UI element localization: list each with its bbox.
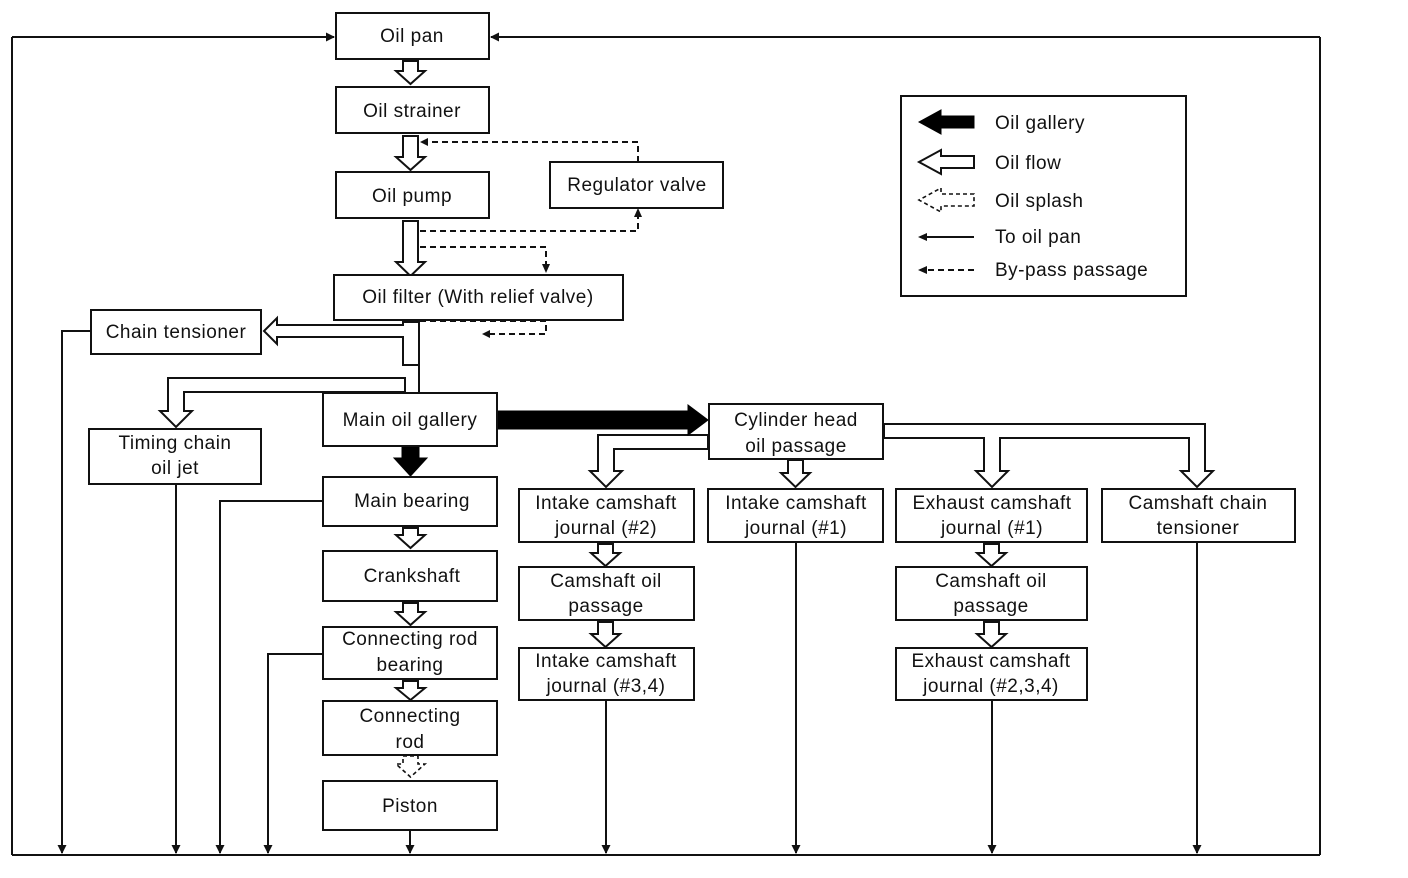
exhaust-camshaft-journal-1-box: Exhaust camshaft journal (#1) — [895, 488, 1088, 543]
oil-splash-legend-icon — [917, 186, 975, 214]
intake-camshaft-journal-34-box: Intake camshaft journal (#3,4) — [518, 647, 695, 701]
oil-flow-arrows — [157, 60, 1216, 702]
box-label-line2: bearing — [377, 655, 444, 676]
box-label-line1: Intake camshaft — [535, 651, 677, 672]
box-label-line1: Camshaft chain — [1128, 493, 1267, 514]
camshaft-oil-passage-intake-box: Camshaft oil passage — [518, 566, 695, 621]
box-label: Oil strainer — [363, 101, 461, 122]
box-label: Oil pump — [372, 186, 452, 207]
box-label-line1: Connecting — [359, 706, 460, 727]
legend-oil-splash-label: Oil splash — [995, 191, 1083, 212]
oil-gallery-arrows — [392, 404, 709, 477]
regulator-valve-box: Regulator valve — [549, 161, 724, 209]
box-label-line1: Cylinder head — [734, 410, 858, 431]
oil-flow-legend-icon — [916, 148, 975, 176]
legend-oil-flow-label: Oil flow — [995, 153, 1061, 174]
cylinder-head-oil-passage-box: Cylinder head oil passage — [708, 403, 884, 460]
intake-camshaft-journal-2-box: Intake camshaft journal (#2) — [518, 488, 695, 543]
crankshaft-box: Crankshaft — [322, 550, 498, 602]
bypass-legend-icon — [918, 266, 974, 274]
to-oil-pan-legend-icon — [918, 233, 974, 241]
box-label: Oil filter (With relief valve) — [362, 287, 593, 308]
box-label-line2: rod — [396, 732, 425, 753]
main-oil-gallery-box: Main oil gallery — [322, 392, 498, 447]
box-label-line1: Connecting rod — [342, 629, 478, 650]
box-label: Piston — [382, 796, 438, 817]
piston-box: Piston — [322, 780, 498, 831]
chain-tensioner-box: Chain tensioner — [90, 309, 262, 355]
box-label-line1: Timing chain — [118, 433, 231, 454]
box-label-line1: Exhaust camshaft — [912, 493, 1071, 514]
box-label-line1: Intake camshaft — [725, 493, 867, 514]
oil-filter-box: Oil filter (With relief valve) — [333, 274, 624, 321]
box-label: Crankshaft — [364, 566, 461, 587]
box-label-line2: tensioner — [1157, 518, 1240, 539]
camshaft-oil-passage-exhaust-box: Camshaft oil passage — [895, 566, 1088, 621]
box-label: Main oil gallery — [343, 410, 478, 431]
box-label: Oil pan — [380, 26, 444, 47]
connecting-rod-box: Connecting rod — [322, 700, 498, 756]
legend: Oil gallery Oil flow Oil splash To oil p… — [900, 95, 1187, 297]
box-label-line2: journal (#2) — [554, 518, 657, 539]
main-bearing-box: Main bearing — [322, 476, 498, 527]
box-label: Main bearing — [354, 491, 470, 512]
box-label: Chain tensioner — [106, 322, 247, 343]
box-label-line2: journal (#1) — [744, 518, 847, 539]
box-label-line1: Exhaust camshaft — [911, 651, 1070, 672]
timing-chain-oil-jet-box: Timing chain oil jet — [88, 428, 262, 485]
box-label-line2: oil jet — [151, 458, 199, 479]
box-label-line2: journal (#2,3,4) — [922, 676, 1059, 697]
oil-strainer-box: Oil strainer — [335, 86, 490, 134]
box-label-line2: passage — [568, 596, 643, 617]
oil-pump-box: Oil pump — [335, 171, 490, 219]
return-to-oil-pan-lines — [11, 32, 1321, 856]
exhaust-camshaft-journal-234-box: Exhaust camshaft journal (#2,3,4) — [895, 647, 1088, 701]
box-label-line2: journal (#1) — [940, 518, 1043, 539]
legend-oil-gallery-label: Oil gallery — [995, 113, 1085, 134]
oil-pan-box: Oil pan — [335, 12, 490, 60]
connecting-rod-bearing-box: Connecting rod bearing — [322, 626, 498, 680]
box-label-line1: Camshaft oil — [550, 571, 662, 592]
box-label-line2: oil passage — [745, 436, 847, 457]
box-label-line1: Camshaft oil — [935, 571, 1047, 592]
box-label-line2: journal (#3,4) — [546, 676, 666, 697]
oil-gallery-legend-icon — [917, 109, 975, 135]
oil-splash-arrow — [393, 755, 428, 779]
camshaft-chain-tensioner-box: Camshaft chain tensioner — [1101, 488, 1296, 543]
intake-camshaft-journal-1-box: Intake camshaft journal (#1) — [707, 488, 884, 543]
box-label: Regulator valve — [567, 175, 707, 196]
box-label-line1: Intake camshaft — [535, 493, 677, 514]
legend-bypass-label: By-pass passage — [995, 260, 1148, 281]
legend-to-oil-pan-label: To oil pan — [995, 227, 1081, 248]
box-label-line2: passage — [953, 596, 1028, 617]
